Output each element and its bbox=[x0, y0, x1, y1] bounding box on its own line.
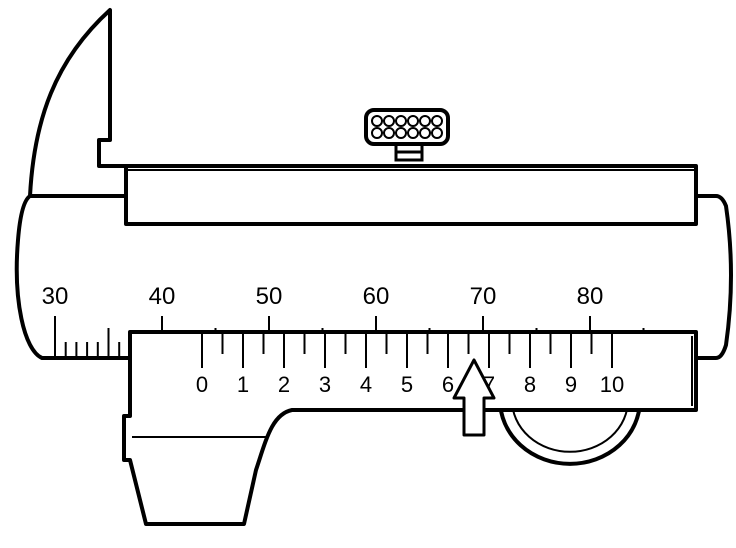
knurl-mark bbox=[407, 127, 419, 139]
knurl-mark bbox=[395, 115, 407, 127]
vernier-scale-label: 0 bbox=[196, 372, 208, 397]
vernier-slider-body bbox=[122, 330, 698, 526]
main-scale-labels: 30 40 50 60 70 80 bbox=[42, 283, 604, 310]
vernier-scale-label: 3 bbox=[319, 372, 331, 397]
main-scale-label: 60 bbox=[363, 283, 390, 310]
main-scale-label: 70 bbox=[470, 283, 497, 310]
vernier-scale-label: 2 bbox=[278, 372, 290, 397]
main-scale-label: 80 bbox=[577, 283, 604, 310]
knurl-mark bbox=[431, 115, 443, 127]
knurl-mark bbox=[431, 127, 443, 139]
vernier-scale-label: 1 bbox=[237, 372, 249, 397]
knurl-mark bbox=[383, 115, 395, 127]
knurl-mark bbox=[407, 115, 419, 127]
vernier-scale-label: 8 bbox=[524, 372, 536, 397]
main-beam bbox=[14, 194, 733, 360]
vernier-scale-label: 4 bbox=[360, 372, 372, 397]
main-scale-label: 40 bbox=[149, 283, 176, 310]
knurl-mark bbox=[395, 127, 407, 139]
thumb-screw bbox=[364, 108, 450, 162]
knurl-mark bbox=[371, 127, 383, 139]
vernier-scale-label: 9 bbox=[565, 372, 577, 397]
vernier-scale-label: 10 bbox=[600, 372, 624, 397]
knurl-mark bbox=[419, 115, 431, 127]
main-scale-label: 30 bbox=[42, 283, 69, 310]
slider-rail bbox=[124, 164, 698, 226]
arrow-icon bbox=[452, 358, 496, 437]
knurl-mark bbox=[419, 127, 431, 139]
knurl-mark bbox=[371, 115, 383, 127]
vernier-scale-label: 6 bbox=[442, 372, 454, 397]
upper-fixed-jaw bbox=[28, 8, 128, 198]
knurl-mark bbox=[383, 127, 395, 139]
thumb-wheel bbox=[498, 399, 642, 466]
vernier-scale-ticks bbox=[201, 334, 613, 368]
vernier-scale-label: 5 bbox=[401, 372, 413, 397]
main-scale-label: 50 bbox=[256, 283, 283, 310]
